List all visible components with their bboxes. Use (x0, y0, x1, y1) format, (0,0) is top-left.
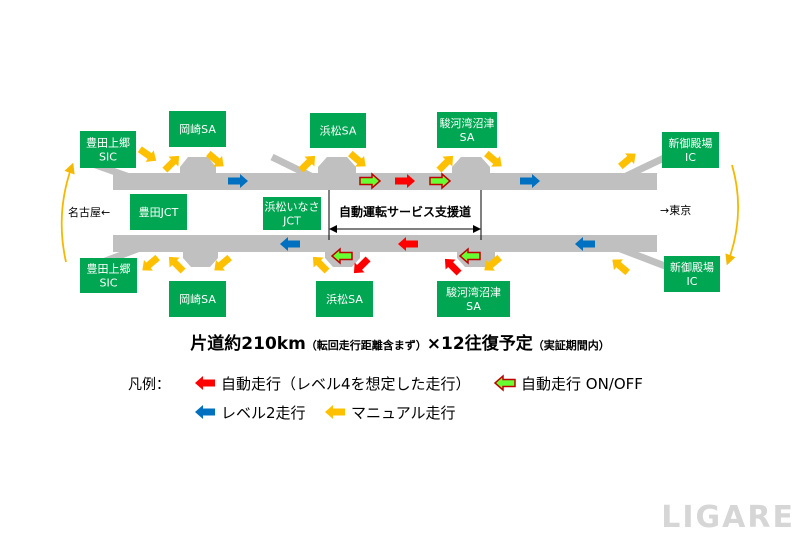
station-label: SA (466, 300, 481, 313)
onoff-arrow-icon (359, 172, 382, 190)
auto-arrow-icon (398, 237, 418, 251)
watermark: LIGARE (661, 500, 795, 533)
station-label: 浜松SA (326, 292, 363, 306)
station-label: 豊田上郷 (86, 136, 130, 150)
auto-arrow-icon (395, 174, 415, 188)
manual-arrow-icon (142, 254, 160, 271)
uturn-tokyo-arrow (725, 164, 740, 266)
station-label: SA (460, 131, 475, 144)
onoff-arrow-icon (458, 247, 481, 265)
level2-arrow-icon (520, 174, 540, 188)
station-label: IC (685, 151, 696, 164)
onoff-arrow-icon (330, 247, 353, 265)
station-label: 駿河湾沼津 (446, 285, 501, 299)
manual-arrow-icon (298, 155, 316, 173)
auto-legend-arrow-icon (195, 376, 215, 390)
legend-item-level2: レベル2走行 (195, 404, 306, 422)
onoff-legend-arrow-icon (493, 374, 516, 392)
legend-label: レベル2走行 (221, 404, 306, 422)
manual-arrow-icon (484, 254, 502, 271)
station-label: 浜松SA (320, 124, 357, 138)
manual-arrow-icon (348, 150, 366, 167)
tokyo-label: →東京 (660, 203, 691, 217)
station-label: JCT (282, 215, 301, 228)
station-okazaki-bottom: 岡崎SA (169, 281, 226, 317)
road-outbound (113, 173, 657, 190)
legend-heading: 凡例： (128, 377, 170, 393)
legend-item-onoff: 自動走行 ON/OFF (493, 374, 643, 393)
auto-arrow-icon (353, 256, 371, 274)
legend-item-manual: マニュアル走行 (325, 404, 456, 422)
station-toyota-jct: 豊田JCT (130, 194, 187, 230)
manual-arrow-icon (137, 146, 157, 162)
level2-arrow-icon (280, 237, 300, 251)
station-label: 岡崎SA (179, 292, 216, 306)
level2-arrow-icon (575, 237, 595, 251)
station-label: 豊田上郷 (87, 262, 131, 276)
level2-arrow-icon (228, 174, 248, 188)
level2-legend-arrow-icon (195, 405, 215, 419)
auto-arrow-icon (444, 258, 462, 276)
station-label: 豊田JCT (139, 206, 179, 219)
manual-arrow-icon (214, 254, 232, 271)
nagoya-label: 名古屋← (68, 205, 110, 219)
station-label: 駿河湾沼津 (440, 116, 495, 130)
station-label: SIC (100, 277, 118, 290)
station-hamamatsu-bottom: 浜松SA (316, 281, 373, 317)
manual-legend-arrow-icon (325, 405, 345, 419)
legend-label: 自動走行（レベル4を想定した走行） (221, 375, 471, 393)
manual-arrow-icon (484, 150, 502, 167)
onoff-arrow-icon (429, 172, 452, 190)
legend-label: 自動走行 ON/OFF (521, 375, 643, 393)
manual-arrow-icon (312, 256, 330, 274)
title: 片道約210km（転回走行距離含まず）×12往復予定（実証期間内） (190, 333, 609, 354)
legend-label: マニュアル走行 (351, 404, 456, 422)
station-label: IC (687, 275, 698, 288)
station-label: 浜松いなさ (265, 200, 320, 214)
support-road-label: 自動運転サービス支援道 (339, 204, 471, 219)
manual-arrow-icon (168, 256, 186, 274)
manual-arrow-icon (162, 155, 180, 173)
manual-arrow-icon (612, 259, 630, 276)
station-hamamatsu-top: 浜松SA (310, 113, 366, 148)
legend-item-auto: 自動走行（レベル4を想定した走行） (195, 375, 471, 393)
manual-arrow-icon (618, 153, 636, 170)
station-label: 岡崎SA (179, 122, 216, 136)
manual-arrow-icon (436, 155, 454, 173)
station-label: 新御殿場 (669, 136, 713, 150)
manual-arrow-icon (206, 150, 224, 167)
uturn-nagoya-arrow (60, 162, 75, 263)
road-inbound (113, 235, 657, 252)
station-label: SIC (99, 151, 117, 164)
station-okazaki-top: 岡崎SA (169, 111, 226, 147)
station-label: 新御殿場 (670, 260, 714, 274)
